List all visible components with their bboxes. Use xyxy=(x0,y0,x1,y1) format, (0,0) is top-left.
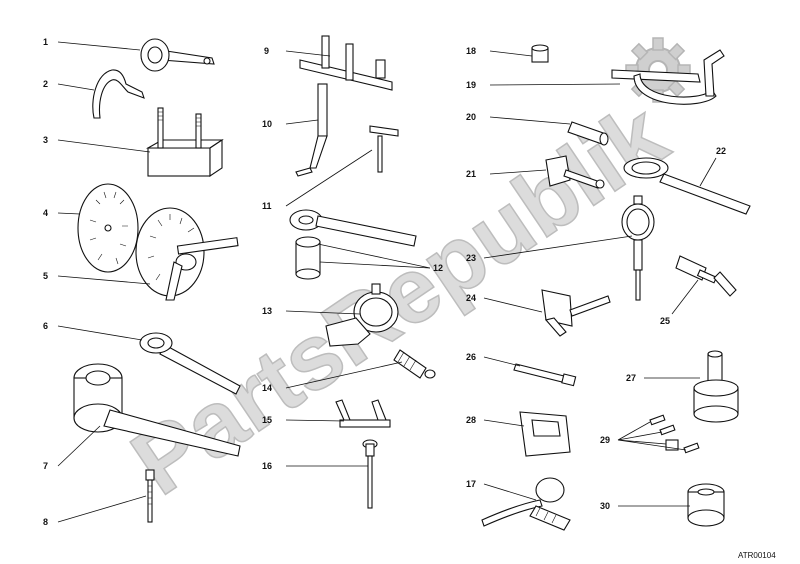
part-14-drawing xyxy=(393,349,436,379)
callout-28: 28 xyxy=(466,415,476,425)
part-29-drawing xyxy=(649,414,700,454)
callout-10: 10 xyxy=(262,119,272,129)
callout-29: 29 xyxy=(600,435,610,445)
callout-25: 25 xyxy=(660,316,670,326)
callout-27: 27 xyxy=(626,373,636,383)
callout-13: 13 xyxy=(262,306,272,316)
callout-21: 21 xyxy=(466,169,476,179)
callout-23: 23 xyxy=(466,253,476,263)
callout-4: 4 xyxy=(43,208,48,218)
callout-2: 2 xyxy=(43,79,48,89)
callout-3: 3 xyxy=(43,135,48,145)
part-10-drawing xyxy=(295,83,328,177)
callout-11: 11 xyxy=(262,201,272,211)
part-17-drawing xyxy=(481,477,571,531)
part-20-drawing xyxy=(567,121,609,146)
callout-9: 9 xyxy=(264,46,269,56)
part-30-drawing xyxy=(687,483,725,527)
part-8-drawing xyxy=(145,469,155,523)
part-23-drawing xyxy=(621,195,655,301)
part-24-drawing xyxy=(541,289,611,337)
part-5-drawing xyxy=(135,207,239,301)
part-13-drawing xyxy=(325,283,399,347)
part-4-drawing xyxy=(77,183,139,273)
callout-6: 6 xyxy=(43,321,48,331)
leader-lines xyxy=(57,41,717,523)
part-27-drawing xyxy=(693,350,739,423)
part-6-drawing xyxy=(139,332,241,395)
callout-5: 5 xyxy=(43,271,48,281)
part-1-drawing xyxy=(140,38,215,72)
drawing-code: ATR00104 xyxy=(738,551,776,560)
callout-24: 24 xyxy=(466,293,476,303)
callout-12: 12 xyxy=(433,263,443,273)
gear-icon xyxy=(625,37,691,103)
part-12-drawing xyxy=(289,209,417,280)
part-19-drawing xyxy=(611,49,725,105)
callout-26: 26 xyxy=(466,352,476,362)
part-25-drawing xyxy=(675,255,737,297)
callout-18: 18 xyxy=(466,46,476,56)
part-18-drawing xyxy=(531,44,549,63)
callout-19: 19 xyxy=(466,80,476,90)
callout-15: 15 xyxy=(262,415,272,425)
part-2-drawing xyxy=(92,69,145,119)
callout-17: 17 xyxy=(466,479,476,489)
part-3-drawing xyxy=(145,107,224,178)
part-21-drawing xyxy=(545,155,605,189)
callout-7: 7 xyxy=(43,461,48,471)
callout-20: 20 xyxy=(466,112,476,122)
callout-8: 8 xyxy=(43,517,48,527)
part-16-drawing xyxy=(362,439,378,509)
part-28-drawing xyxy=(519,411,571,457)
part-9-drawing xyxy=(299,35,393,91)
part-26-drawing xyxy=(513,363,577,387)
callout-16: 16 xyxy=(262,461,272,471)
callout-22: 22 xyxy=(716,146,726,156)
part-15-drawing xyxy=(335,399,391,428)
callout-30: 30 xyxy=(600,501,610,511)
callout-14: 14 xyxy=(262,383,272,393)
callout-labels: 1 2 3 4 5 6 7 8 9 10 11 12 13 14 15 16 1… xyxy=(43,37,726,527)
part-11-drawing xyxy=(369,125,399,173)
part-22-drawing xyxy=(623,157,751,215)
callout-1: 1 xyxy=(43,37,48,47)
part-7-drawing xyxy=(73,363,241,457)
